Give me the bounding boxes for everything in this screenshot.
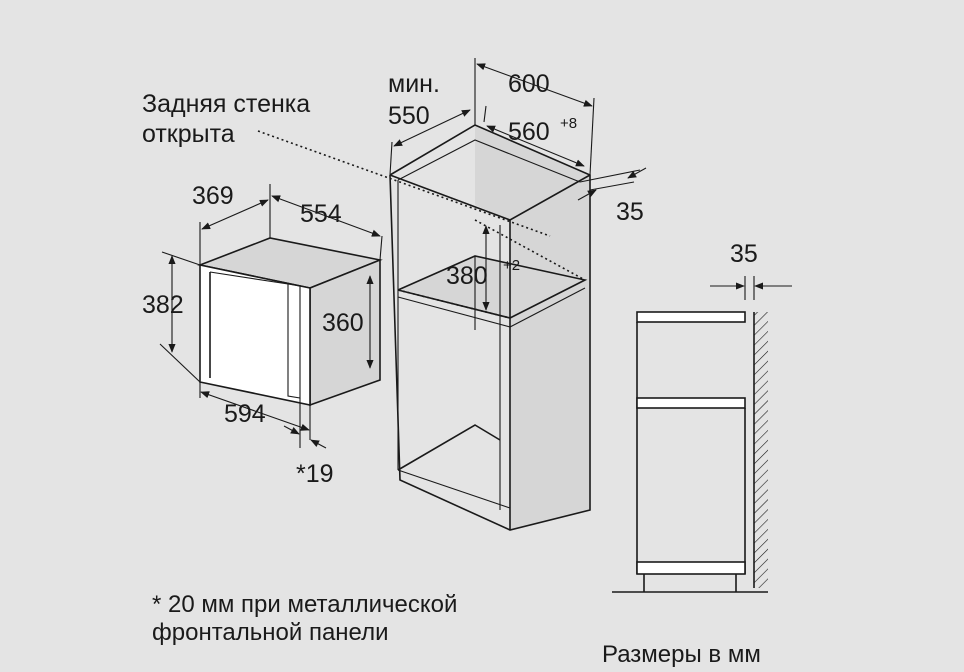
wall-hatch (754, 312, 768, 588)
microwave-dimensions (159, 184, 383, 449)
label-550: 550 (388, 102, 430, 130)
rear-wall-leader (257, 130, 551, 237)
label-380: 380 (446, 262, 488, 290)
cabinet-drawing (257, 124, 591, 531)
microwave-side-face (310, 260, 380, 405)
middle-panel (636, 397, 746, 409)
cabinet-shelf-shade (398, 256, 585, 318)
label-min: мин. (388, 70, 440, 98)
label-19: *19 (296, 460, 334, 488)
label-369: 369 (192, 182, 234, 210)
side-view-drawing (612, 276, 792, 593)
units-caption: Размеры в мм (602, 641, 761, 668)
footnote-line2: фронтальной панели (152, 619, 389, 646)
label-560-tolerance: +8 (560, 115, 577, 132)
label-rear-wall-line1: Задняя стенка (142, 90, 310, 118)
microwave-drawing (197, 237, 383, 407)
bottom-panel (636, 561, 746, 575)
label-380-tolerance: +2 (503, 257, 520, 274)
label-rear-wall-line2: открыта (142, 120, 235, 148)
label-560: 560 (508, 118, 550, 146)
label-35-top: 35 (616, 198, 644, 226)
label-594: 594 (224, 400, 266, 428)
label-554: 554 (300, 200, 342, 228)
label-360: 360 (322, 309, 364, 337)
label-600: 600 (508, 70, 550, 98)
top-panel (636, 311, 746, 323)
microwave-top-face (200, 238, 380, 288)
label-35-side: 35 (730, 240, 758, 268)
footnote-line1: * 20 мм при металлической (152, 591, 457, 618)
cabinet-dimensions (389, 58, 647, 311)
microwave-front-face (199, 264, 311, 406)
cabinet-side-shade (475, 125, 590, 530)
label-382: 382 (142, 291, 184, 319)
